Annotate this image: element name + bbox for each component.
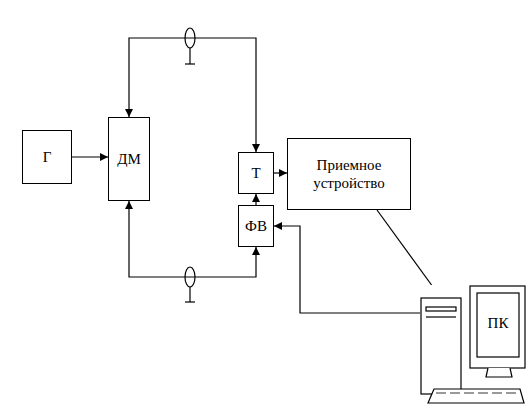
signal-connector bbox=[129, 201, 256, 277]
ground-stem bbox=[189, 48, 190, 64]
computer-node: ПК bbox=[420, 285, 527, 406]
block-label: ДМ bbox=[117, 150, 141, 168]
key-row bbox=[492, 393, 502, 394]
computer-illustration bbox=[420, 285, 527, 406]
block-label: Приемное устройство bbox=[288, 156, 410, 192]
monitor bbox=[470, 286, 525, 368]
divider-box: ДМ bbox=[108, 117, 150, 201]
signal-connector bbox=[274, 172, 287, 173]
ground-stem bbox=[189, 287, 190, 302]
keyboard bbox=[428, 389, 524, 403]
phase-shifter-box: ФВ bbox=[238, 205, 274, 247]
block-label: Т bbox=[251, 164, 260, 182]
key-row bbox=[478, 393, 488, 394]
key-row bbox=[506, 393, 516, 394]
screen bbox=[477, 293, 519, 357]
drive-slot bbox=[426, 307, 456, 311]
ground-tick bbox=[185, 301, 195, 302]
tower bbox=[421, 298, 461, 394]
key-row bbox=[464, 393, 474, 394]
computer-label: ПК bbox=[477, 315, 519, 332]
drive-slot bbox=[426, 316, 456, 317]
block-label: Г bbox=[43, 148, 52, 166]
key-row bbox=[450, 393, 460, 394]
receiver-box: Приемное устройство bbox=[287, 138, 411, 210]
block-label: ФВ bbox=[245, 217, 267, 235]
ground-tick bbox=[185, 63, 195, 64]
signal-connector bbox=[274, 226, 421, 313]
generator-box: Г bbox=[22, 130, 72, 184]
tee-box: Т bbox=[238, 152, 274, 194]
monitor-stand bbox=[486, 368, 512, 377]
signal-connector bbox=[72, 156, 108, 157]
signal-connector bbox=[255, 194, 256, 205]
key-row bbox=[436, 393, 446, 394]
